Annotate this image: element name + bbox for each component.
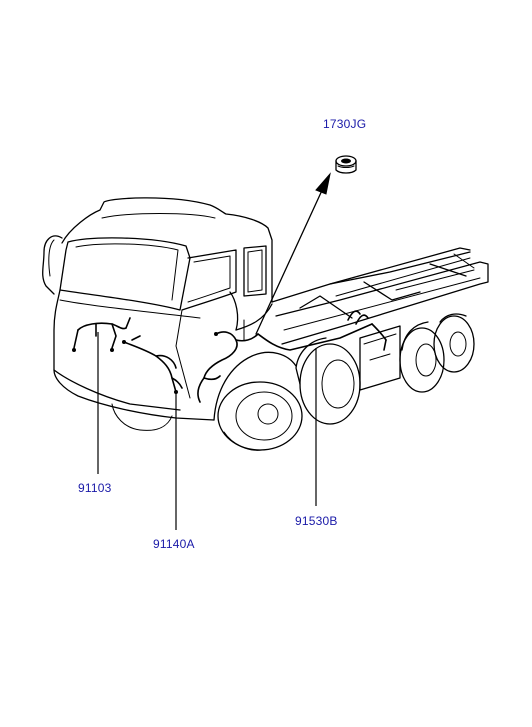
part-label-1730JG[interactable]: 1730JG [323,117,367,131]
part-label-91530B[interactable]: 91530B [295,514,338,528]
front-wheel [213,351,303,451]
cab-harness-91140A[interactable] [122,335,183,394]
rear-wheels [295,313,475,425]
grommet-1730JG[interactable] [335,155,357,174]
part-label-91140A[interactable]: 91140A [153,537,195,551]
part-label-91103[interactable]: 91103 [78,481,112,495]
chassis-harness-91530B[interactable] [257,310,387,351]
front-harness-91103[interactable] [72,317,131,352]
truck-cab [42,197,273,431]
cab-rear-harness[interactable] [197,331,259,403]
grommet-location-arrow [255,172,331,335]
chassis-frame [271,247,489,345]
leader-lines [97,332,317,530]
